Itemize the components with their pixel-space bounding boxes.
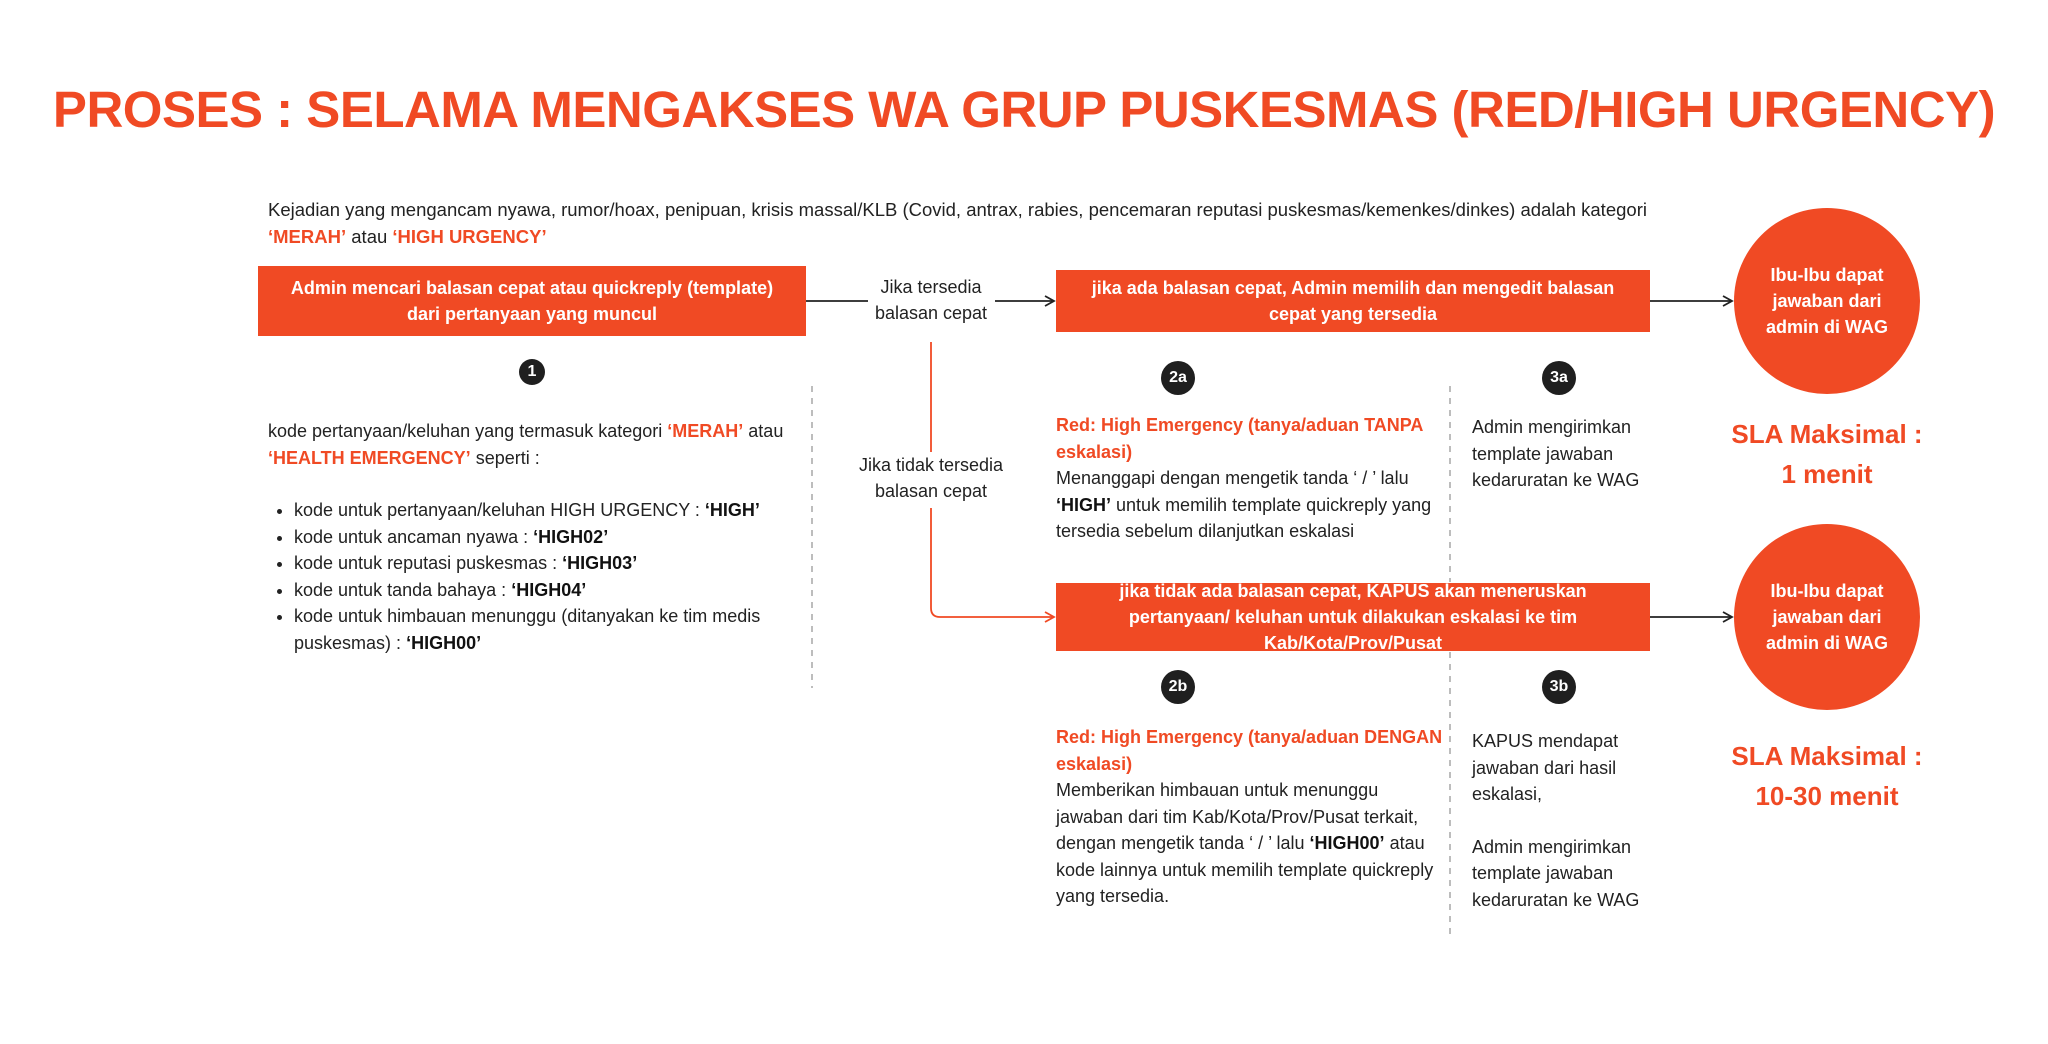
step-badge-2a: 2a — [1161, 361, 1195, 395]
intro-conjunction: atau — [351, 226, 388, 247]
list-item: kode untuk himbauan menunggu (ditanyakan… — [294, 603, 798, 656]
page-title: PROSES : SELAMA MENGAKSES WA GRUP PUSKES… — [52, 81, 1996, 138]
step-badge-3b: 3b — [1542, 670, 1576, 704]
section-1-category-health-emergency: ‘HEALTH EMERGENCY’ — [268, 447, 471, 468]
section-1-category-merah: ‘MERAH’ — [667, 421, 744, 441]
red-arrow-to-box3 — [930, 508, 1056, 623]
sla-value-2: 10-30 menit — [1755, 781, 1899, 811]
section-1-tail: seperti : — [475, 447, 540, 468]
section-1-codes: kode pertanyaan/keluhan yang termasuk ka… — [268, 418, 798, 656]
label-reply-unavailable: Jika tidak tersedia balasan cepat — [858, 455, 1004, 501]
list-item: kode untuk ancaman nyawa : ‘HIGH02’ — [294, 524, 798, 551]
circle-result-text-1: Ibu-Ibu dapat jawaban dari admin di WAG — [1765, 265, 1888, 337]
circle-result-wag-2: Ibu-Ibu dapat jawaban dari admin di WAG — [1734, 524, 1920, 710]
sla-label-1: SLA Maksimal : — [1731, 419, 1923, 449]
section-1-lead-text: kode pertanyaan/keluhan yang termasuk ka… — [268, 421, 663, 441]
section-2b: Red: High Emergency (tanya/aduan DENGAN … — [1056, 724, 1446, 910]
list-item: kode untuk reputasi puskesmas : ‘HIGH03’ — [294, 550, 798, 577]
step-badge-2b: 2b — [1161, 670, 1195, 704]
code-list: kode untuk pertanyaan/keluhan HIGH URGEN… — [268, 497, 798, 656]
intro-category-high-urgency: ‘HIGH URGENCY’ — [392, 226, 547, 247]
intro-body: Kejadian yang mengancam nyawa, rumor/hoa… — [268, 199, 1647, 220]
section-2a-heading: Red: High Emergency (tanya/aduan TANPA e… — [1056, 415, 1423, 462]
section-3b: KAPUS mendapat jawaban dari hasil eskala… — [1472, 728, 1652, 913]
section-3a: Admin mengirimkan template jawaban kedar… — [1472, 417, 1640, 490]
label-reply-available: Jika tersedia balasan cepat — [874, 277, 988, 323]
section-1-lead: kode pertanyaan/keluhan yang termasuk ka… — [268, 418, 798, 471]
sla-max-1: SLA Maksimal : 1 menit — [1702, 414, 1952, 494]
section-2b-body: Memberikan himbauan untuk menunggu jawab… — [1056, 780, 1434, 906]
section-3b-p2: Admin mengirimkan template jawaban kedar… — [1472, 836, 1640, 910]
section-1-conjunction: atau — [748, 421, 784, 441]
sla-value-1: 1 menit — [1781, 459, 1873, 489]
section-2a-body: Menanggapi dengan mengetik tanda ‘ / ’ l… — [1056, 468, 1432, 541]
step-badge-3a: 3a — [1542, 361, 1576, 395]
box-admin-edit-quickreply: jika ada balasan cepat, Admin memilih da… — [1056, 270, 1650, 332]
intro-text: Kejadian yang mengancam nyawa, rumor/hoa… — [268, 196, 1708, 250]
step-badge-1: 1 — [519, 359, 545, 385]
section-2b-heading: Red: High Emergency (tanya/aduan DENGAN … — [1056, 727, 1443, 774]
circle-result-wag-1: Ibu-Ibu dapat jawaban dari admin di WAG — [1734, 208, 1920, 394]
sla-label-2: SLA Maksimal : — [1731, 741, 1923, 771]
list-item: kode untuk pertanyaan/keluhan HIGH URGEN… — [294, 497, 798, 524]
list-item: kode untuk tanda bahaya : ‘HIGH04’ — [294, 577, 798, 604]
intro-category-merah: ‘MERAH’ — [268, 226, 347, 247]
box-kapus-escalation: jika tidak ada balasan cepat, KAPUS akan… — [1056, 581, 1650, 653]
sla-max-2: SLA Maksimal : 10-30 menit — [1702, 736, 1952, 816]
box-admin-search-quickreply: Admin mencari balasan cepat atau quickre… — [258, 266, 806, 336]
section-2a: Red: High Emergency (tanya/aduan TANPA e… — [1056, 412, 1446, 545]
section-3b-p1: KAPUS mendapat jawaban dari hasil eskala… — [1472, 731, 1619, 804]
circle-result-text-2: Ibu-Ibu dapat jawaban dari admin di WAG — [1765, 581, 1888, 653]
